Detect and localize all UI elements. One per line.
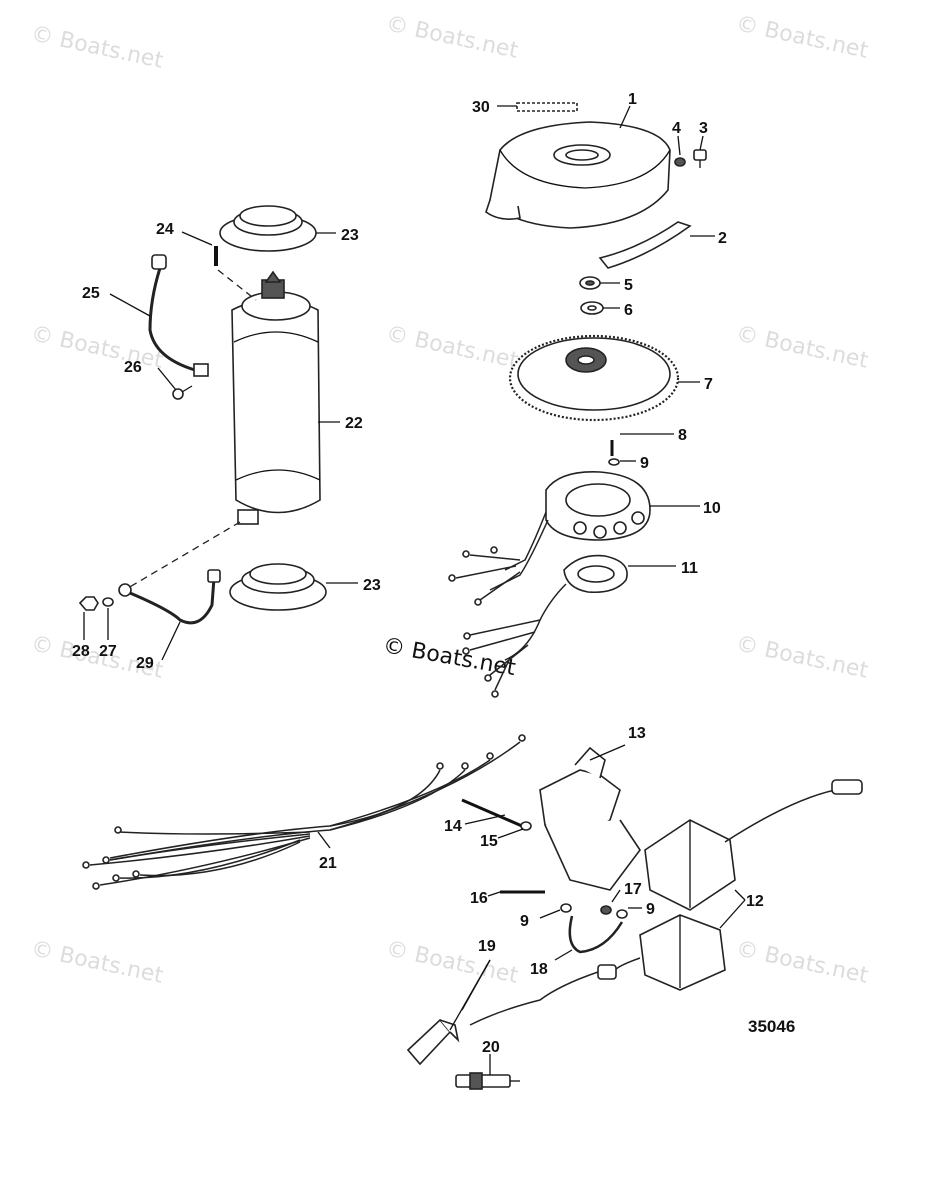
part-4-washer — [674, 157, 686, 167]
part-12-ignition-coil — [644, 779, 863, 911]
leader-lines — [83, 105, 746, 1075]
alignment-line — [127, 521, 241, 589]
center-watermark: © Boats.net — [381, 633, 518, 681]
callout-4: 4 — [672, 120, 681, 137]
alignment-line — [217, 269, 257, 301]
callout-9-lower: 9 — [520, 913, 529, 930]
watermark: © Boats.net — [734, 936, 871, 988]
callout-16: 16 — [470, 890, 488, 907]
part-18-ground-wire — [568, 915, 624, 954]
part-22-starter-motor — [231, 270, 321, 525]
part-25-cable — [148, 254, 209, 377]
part-17-nut — [600, 905, 612, 915]
callout-8: 8 — [678, 427, 687, 444]
callout-28: 28 — [72, 643, 90, 660]
part-26-screw — [172, 385, 193, 400]
part-30-decal — [516, 102, 578, 112]
part-27-washer — [102, 597, 114, 607]
callout-3: 3 — [699, 120, 708, 137]
callout-14: 14 — [444, 818, 462, 835]
callout-18: 18 — [530, 961, 548, 978]
callout-10: 10 — [703, 500, 721, 517]
callout-29: 29 — [136, 655, 154, 672]
part-10-stator — [448, 471, 651, 606]
part-1-flywheel-cover — [485, 121, 671, 229]
part-28-nut — [78, 596, 99, 611]
callout-13: 13 — [628, 725, 646, 742]
callout-26: 26 — [124, 359, 142, 376]
callout-21: 21 — [319, 855, 337, 872]
part-15-washer — [520, 821, 532, 831]
watermark: © Boats.net — [29, 936, 166, 988]
part-3-screw — [693, 149, 707, 168]
callout-24: 24 — [156, 221, 174, 238]
callouts: 1 2 3 4 5 6 7 8 9 9 9 10 11 12 13 14 15 … — [72, 91, 764, 1056]
callout-11: 11 — [681, 560, 698, 577]
part-19-spark-plug-lead — [406, 1018, 460, 1066]
watermark: © Boats.net — [384, 321, 521, 373]
callout-12: 12 — [746, 893, 764, 910]
part-9-washer — [608, 458, 620, 466]
watermark: © Boats.net — [734, 321, 871, 373]
part-23-rubber-ring — [219, 205, 317, 252]
watermarks: © Boats.net © Boats.net © Boats.net © Bo… — [29, 11, 871, 988]
callout-17: 17 — [624, 881, 642, 898]
callout-23: 23 — [341, 227, 359, 244]
part-7-flywheel — [508, 334, 680, 422]
callout-19: 19 — [478, 938, 496, 955]
callout-22: 22 — [345, 415, 363, 432]
figure-number: 35046 — [748, 1017, 795, 1036]
part-2-strap — [598, 221, 692, 269]
part-6-washer — [580, 301, 604, 315]
part-11-trigger — [462, 554, 628, 698]
part-21-harness — [82, 734, 526, 890]
watermark: © Boats.net — [734, 631, 871, 683]
callout-25: 25 — [82, 285, 100, 302]
callout-2: 2 — [718, 230, 727, 247]
watermark: © Boats.net — [29, 321, 166, 373]
callout-23-lower: 23 — [363, 577, 381, 594]
callout-20: 20 — [482, 1039, 500, 1056]
part-20-spark-plug — [455, 1072, 520, 1090]
part-9-washer-right — [616, 909, 628, 919]
watermark: © Boats.net — [384, 11, 521, 63]
part-13-bracket — [539, 746, 641, 891]
part-29-cable — [118, 569, 221, 625]
watermark: © Boats.net — [734, 11, 871, 63]
callout-15: 15 — [480, 833, 498, 850]
callout-6: 6 — [624, 302, 633, 319]
callout-9: 9 — [640, 455, 649, 472]
part-5-nut — [579, 276, 601, 290]
part-9-washer-lower — [560, 903, 572, 913]
callout-27: 27 — [99, 643, 117, 660]
part-12-ignition-coil-lower — [469, 914, 726, 1026]
callout-1: 1 — [628, 91, 637, 108]
watermark: © Boats.net — [384, 936, 521, 988]
part-23-rubber-ring-lower — [229, 563, 327, 611]
callout-9-right: 9 — [646, 901, 655, 918]
part-14-bolt — [461, 798, 523, 828]
callout-30: 30 — [472, 99, 490, 116]
callout-7: 7 — [704, 376, 713, 393]
watermark: © Boats.net — [29, 21, 166, 73]
callout-5: 5 — [624, 277, 633, 294]
